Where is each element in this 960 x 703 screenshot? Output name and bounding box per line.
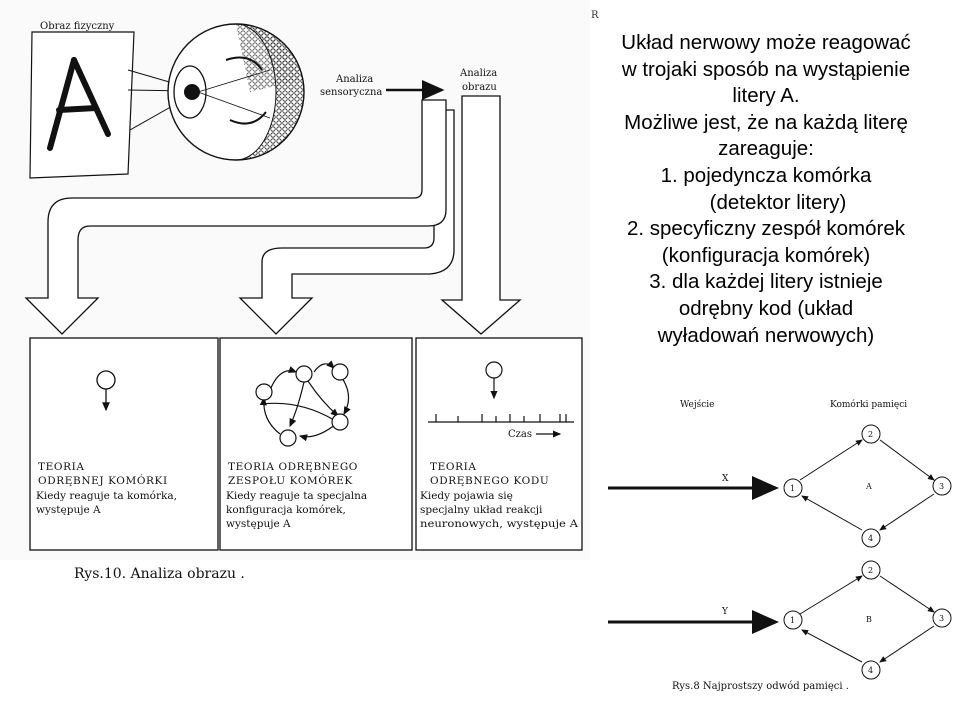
time-label: Czas bbox=[508, 429, 532, 440]
theory-panel-1 bbox=[29, 337, 219, 551]
theory-3-body-2: specjalny układ reakcji bbox=[420, 504, 543, 516]
sensory-analysis-label-2: sensoryczna bbox=[320, 87, 382, 98]
figure-caption-image-analysis: Rys.10. Analiza obrazu . bbox=[74, 566, 245, 582]
network-1-node-1: 1 bbox=[790, 484, 795, 493]
input-y-label: Y bbox=[721, 607, 729, 617]
slide-text-block: Układ nerwowy może reagować w trojaki sp… bbox=[586, 30, 946, 349]
theory-1-body-1: Kiedy reaguje ta komórka, bbox=[36, 490, 177, 502]
image-analysis-label-1: Analiza bbox=[459, 68, 497, 79]
theory-2-body-1: Kiedy reaguje ta specjalna bbox=[226, 490, 367, 502]
list-item-3-line-1: 3. dla każdej litery istnieje bbox=[649, 270, 883, 294]
network-1-node-3: 3 bbox=[939, 482, 944, 491]
input-x-label: X bbox=[722, 474, 729, 484]
network-2-center-label: B bbox=[866, 615, 872, 624]
branch-arrows bbox=[24, 95, 522, 335]
list-item-2-line-1: 2. specyficzny zespół komórek bbox=[626, 217, 905, 241]
theory-3-title-1: TEORIA bbox=[430, 461, 477, 473]
code-timeline-illustration bbox=[428, 361, 574, 438]
memory-circuit-figure: Wejście Komórki pamięci X 1 2 3 4 A bbox=[608, 399, 952, 680]
theory-3-body-1: Kiedy pojawia się bbox=[420, 490, 513, 502]
network-2-node-2: 2 bbox=[868, 566, 873, 575]
single-cell-illustration bbox=[96, 370, 116, 412]
theory-2-title-2: ZESPOŁU KOMÓREK bbox=[228, 473, 353, 487]
network-2-node-4: 4 bbox=[868, 666, 873, 675]
intro-line-1: Układ nerwowy może reagować bbox=[621, 31, 911, 54]
network-2-node-1: 1 bbox=[790, 616, 795, 625]
input-header: Wejście bbox=[680, 399, 715, 410]
theory-2-title-1: TEORIA ODRĘBNEGO bbox=[228, 461, 358, 473]
theory-panels bbox=[29, 337, 583, 551]
physical-image-panel: Obraz fizyczny bbox=[29, 21, 135, 179]
network-1-node-2: 2 bbox=[868, 430, 873, 439]
cell-assembly-illustration bbox=[255, 360, 351, 447]
theory-1-title-1: TEORIA bbox=[38, 461, 85, 473]
physical-image-label: Obraz fizyczny bbox=[40, 21, 115, 32]
list-item-2-line-2: (konfiguracja komórek) bbox=[661, 243, 871, 267]
intro-line-2: w trojaki sposób na wystąpienie bbox=[621, 57, 911, 81]
sensory-analysis-label-1: Analiza bbox=[335, 74, 373, 85]
network-1-node-4: 4 bbox=[868, 534, 873, 543]
theory-1-title-2: ODRĘBNEJ KOMÓRKI bbox=[38, 473, 168, 487]
intro-line-3: litery A. bbox=[732, 84, 800, 108]
list-item-1-line-1: 1. pojedyncza komórka bbox=[660, 163, 872, 187]
corner-mark: R bbox=[591, 10, 599, 21]
list-item-3-line-2: odrębny kod (układ bbox=[678, 296, 854, 320]
intro-line-4: Możliwe jest, że na każdą literę bbox=[624, 110, 908, 134]
network-1-center-label: A bbox=[865, 482, 872, 491]
figure-caption-memory-circuit: Rys.8 Najprostszy odwód pamięci . bbox=[672, 681, 849, 692]
letter-a-drawing bbox=[47, 57, 111, 151]
list-item-1-line-2: (detektor litery) bbox=[709, 190, 847, 214]
theory-1-text: TEORIA ODRĘBNEJ KOMÓRKI Kiedy reaguje ta… bbox=[36, 461, 177, 516]
theory-2-body-2: konfiguracja komórek, bbox=[226, 504, 346, 516]
eye-drawing bbox=[167, 23, 305, 161]
memory-network-1: X 1 2 3 4 A bbox=[608, 424, 952, 548]
theory-3-title-2: ODRĘBNEGO KODU bbox=[430, 475, 549, 487]
image-analysis-label-2: obrazu bbox=[462, 82, 497, 93]
theory-panel-2 bbox=[219, 337, 413, 551]
memory-network-2: Y 1 2 3 4 B bbox=[608, 560, 952, 680]
theory-1-body-2: występuje A bbox=[36, 504, 101, 516]
network-2-node-3: 3 bbox=[939, 614, 944, 623]
memory-cells-header: Komórki pamięci bbox=[830, 399, 907, 410]
list-item-3-line-3: wyładowań nerwowych) bbox=[657, 323, 875, 347]
theory-3-text: TEORIA ODRĘBNEGO KODU Kiedy pojawia się … bbox=[420, 461, 578, 530]
intro-line-5: zareaguje: bbox=[718, 137, 814, 161]
theory-3-body-3: neuronowych, występuje A bbox=[420, 518, 578, 530]
theory-2-text: TEORIA ODRĘBNEGO ZESPOŁU KOMÓREK Kiedy r… bbox=[226, 461, 367, 530]
theory-2-body-3: występuje A bbox=[226, 518, 291, 530]
